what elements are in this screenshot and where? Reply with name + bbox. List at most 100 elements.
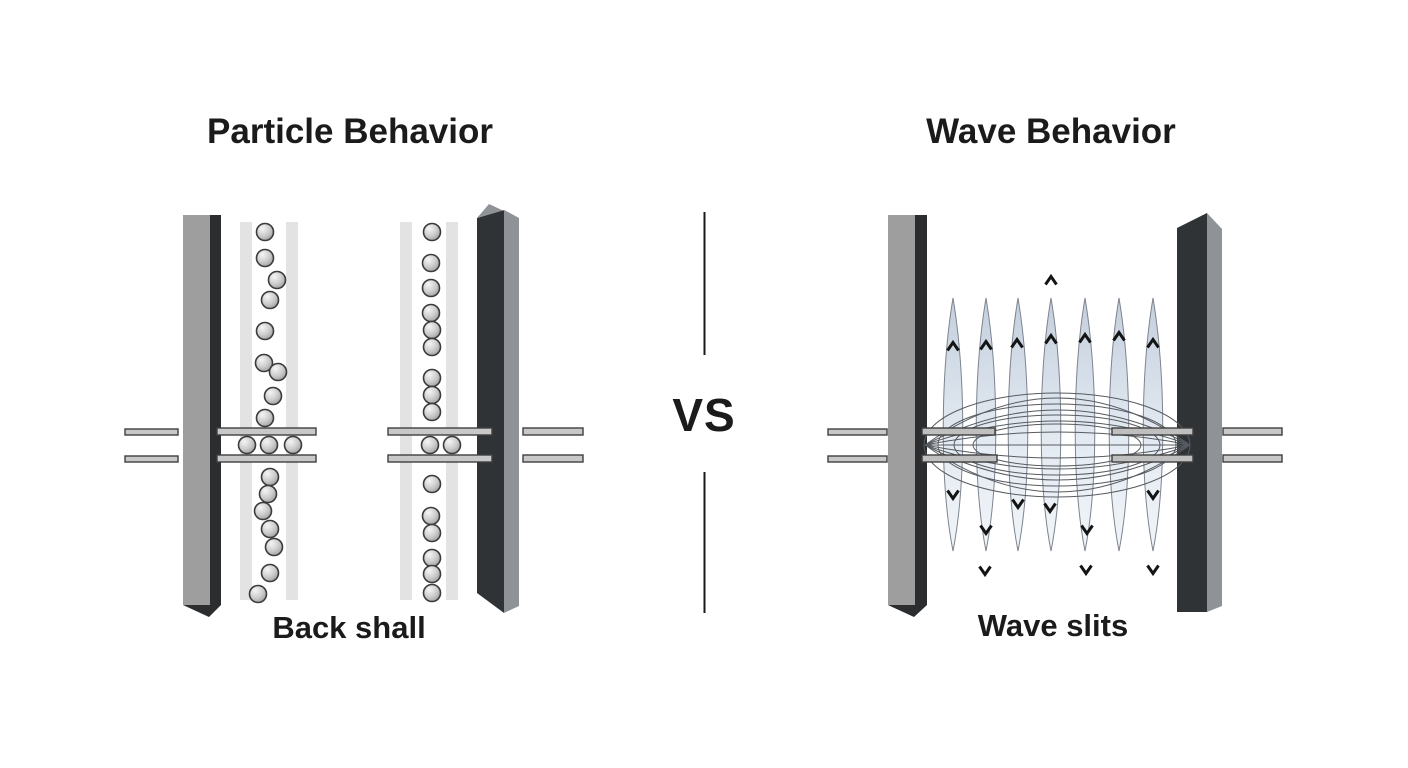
- particle: [255, 321, 275, 341]
- particle: [267, 270, 287, 290]
- down-arrow-icon: [1080, 524, 1094, 537]
- slit-bar: [387, 454, 493, 463]
- down-arrow-icon: [1079, 564, 1093, 577]
- wave-petal: [975, 297, 997, 552]
- left-barrier-base: [183, 605, 221, 617]
- particle: [260, 290, 280, 310]
- left-title: Particle Behavior: [207, 112, 493, 151]
- down-arrow-icon: [1146, 564, 1160, 577]
- particle: [422, 368, 442, 388]
- particle: [422, 402, 442, 422]
- dark-barrier-side: [504, 210, 519, 613]
- up-arrow-icon: [1078, 331, 1092, 344]
- up-arrow-icon: [1044, 273, 1058, 286]
- particle: [421, 506, 441, 526]
- particle: [422, 474, 442, 494]
- interference-line: [924, 444, 1191, 493]
- slit-bar: [387, 427, 493, 436]
- wave-left-barrier-front: [888, 215, 915, 605]
- down-arrow-icon: [1146, 489, 1160, 502]
- particle: [260, 467, 280, 487]
- particle: [422, 222, 442, 242]
- petals-layer: [942, 297, 1164, 552]
- down-arrow-icon: [978, 565, 992, 578]
- slit-bar: [216, 427, 317, 436]
- particle: [422, 337, 442, 357]
- up-arrow-icon: [946, 339, 960, 352]
- left-barrier-front: [183, 215, 210, 605]
- particle: [255, 222, 275, 242]
- particle: [420, 435, 440, 455]
- particle: [263, 386, 283, 406]
- slit-bar: [522, 427, 584, 436]
- particle: [237, 435, 257, 455]
- particle: [260, 563, 280, 583]
- wave-right-barrier-side: [1207, 213, 1222, 612]
- wave-left-barrier-base: [888, 605, 927, 617]
- particle: [268, 362, 288, 382]
- particle: [259, 435, 279, 455]
- wave-petal: [1142, 297, 1164, 552]
- particle: [442, 435, 462, 455]
- up-arrow-icon: [1146, 336, 1160, 349]
- slit-bar: [1222, 454, 1283, 463]
- slit-bar: [124, 428, 179, 436]
- down-arrow-icon: [946, 489, 960, 502]
- wave-left-barrier-edge: [915, 215, 927, 605]
- particle: [422, 523, 442, 543]
- slit-bar: [1111, 427, 1194, 436]
- slit-bar: [1111, 454, 1194, 463]
- interference-line: [924, 444, 1191, 459]
- slit-bar: [827, 428, 888, 436]
- wave-petal: [1007, 297, 1029, 552]
- particle: [422, 583, 442, 603]
- detector-stripe: [446, 222, 458, 600]
- particle: [264, 537, 284, 557]
- right-caption: Wave slits: [978, 608, 1128, 643]
- slit-bar: [921, 454, 998, 463]
- interference-line: [924, 397, 1191, 446]
- down-arrow-icon: [1043, 502, 1057, 515]
- particles-layer: [237, 222, 462, 604]
- arrows-layer: [946, 273, 1160, 578]
- particle: [255, 408, 275, 428]
- particle: [254, 353, 274, 373]
- particle: [283, 435, 303, 455]
- particle: [248, 584, 268, 604]
- versus-label: VS: [672, 389, 735, 441]
- up-arrow-icon: [979, 338, 993, 351]
- particle: [258, 484, 278, 504]
- particle: [421, 253, 441, 273]
- slit-bar: [124, 455, 179, 463]
- particle: [422, 320, 442, 340]
- wave-diagram: [827, 213, 1283, 617]
- up-arrow-icon: [1044, 332, 1058, 345]
- wave-right-barrier-front: [1177, 213, 1207, 612]
- right-title: Wave Behavior: [926, 112, 1176, 151]
- interference-line: [924, 431, 1191, 446]
- particle: [253, 501, 273, 521]
- particle: [255, 248, 275, 268]
- particle: [422, 385, 442, 405]
- slit-bar: [522, 454, 584, 463]
- left-caption: Back shall: [272, 610, 425, 645]
- particle: [260, 519, 280, 539]
- particle-diagram: [124, 204, 584, 617]
- down-arrow-icon: [1011, 498, 1025, 511]
- particle: [421, 303, 441, 323]
- slit-bar: [921, 427, 996, 436]
- detector-stripe: [286, 222, 298, 600]
- wave-petal: [1074, 297, 1096, 552]
- up-arrow-icon: [1112, 329, 1126, 342]
- dark-barrier-front: [477, 210, 504, 613]
- particle: [422, 548, 442, 568]
- down-arrow-icon: [979, 524, 993, 537]
- slit-bar: [1222, 427, 1283, 436]
- wave-petal: [1108, 297, 1130, 552]
- slit-bar: [216, 454, 317, 463]
- particle: [422, 564, 442, 584]
- detector-stripe: [240, 222, 252, 600]
- particle: [421, 278, 441, 298]
